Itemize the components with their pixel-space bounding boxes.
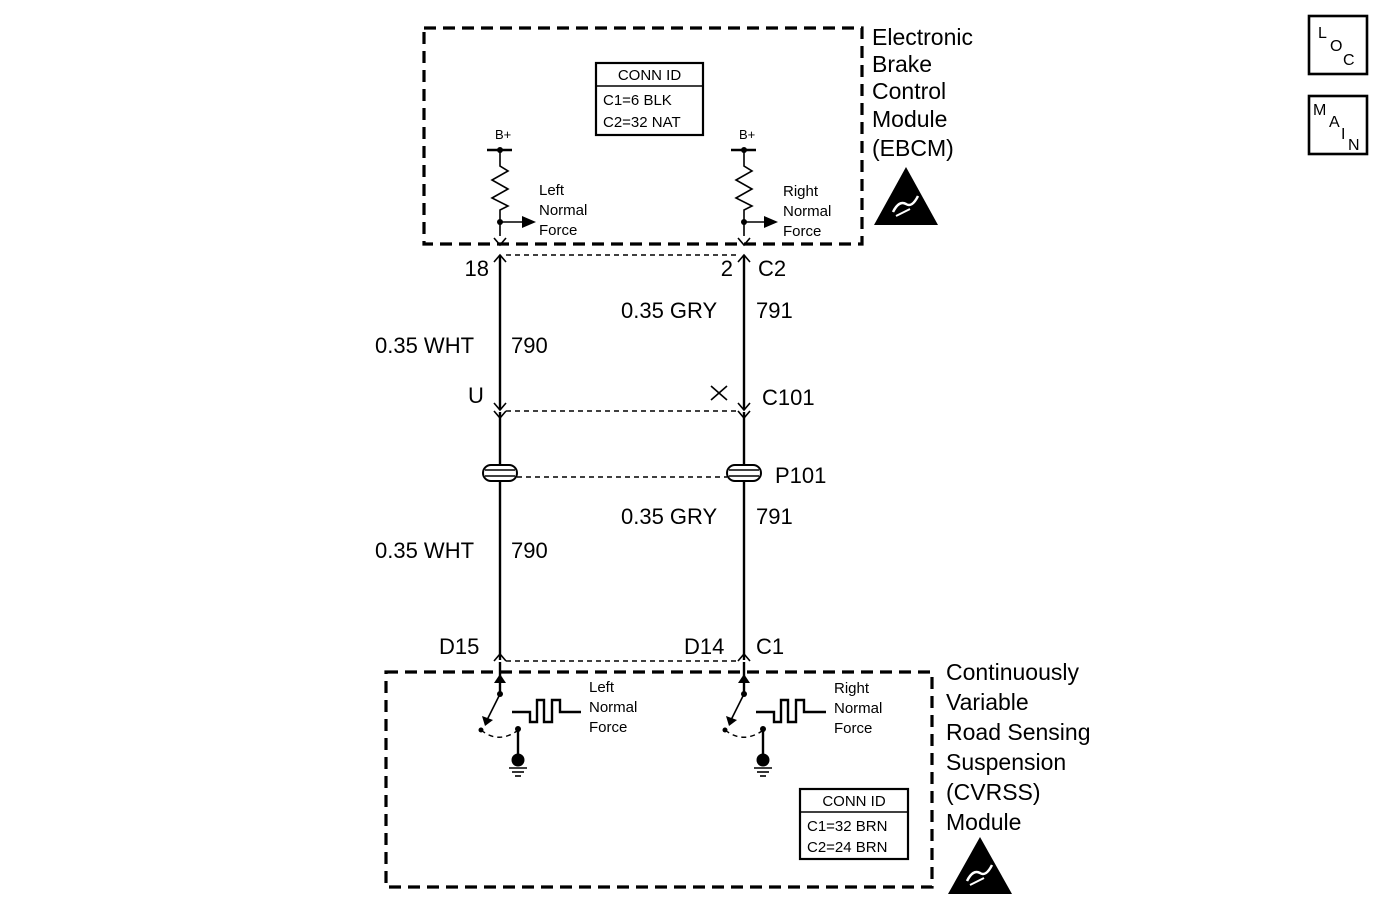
square-wave-icon [512,698,581,724]
loc-letter-c: C [1343,52,1355,69]
cvrss-left-normal-force-switch: Left Normal Force [478,662,637,777]
right-force-label: Normal [834,700,882,717]
connector-label: C1 [756,634,784,659]
wire-circuit: 790 [511,333,548,358]
arrow-right-icon [522,216,536,228]
pin-label: D15 [439,634,479,659]
pass-through-p101: P101 [482,463,826,488]
wire-gauge-color: 0.35 GRY [621,298,718,323]
right-force-label: Normal [783,203,831,220]
main-letter-n: N [1348,137,1360,154]
ebcm-outline [422,26,864,246]
right-force-label: Force [783,223,821,240]
ebcm-right-normal-force-input: B+ Right Normal Force [731,127,831,240]
pin-label: U [468,383,484,408]
cvrss-name-line: Road Sensing [946,719,1091,745]
cvrss-outline [384,670,934,889]
splice-label: P101 [775,463,826,488]
arrow-right-icon [764,216,778,228]
pin-label: 18 [465,256,489,281]
ebcm-name-line: Control [872,78,946,104]
conn-id-row: C2=32 NAT [603,114,681,131]
pin-label: 2 [721,256,733,281]
ebcm-left-normal-force-input: B+ Left Normal Force [487,127,587,239]
ground-icon [509,767,527,777]
cvrss-name: Continuously Variable Road Sensing Suspe… [946,659,1091,835]
loc-letter-o: O [1330,38,1342,55]
ebcm-name-line: Module [872,106,947,132]
ebcm-connector-c2: 18 2 C2 [465,237,786,281]
loc-letter-l: L [1318,25,1327,42]
ebcm-conn-id-table: CONN ID C1=6 BLK C2=32 NAT [594,61,705,137]
right-force-label: Right [783,183,819,200]
cvrss-name-line: Module [946,809,1021,835]
left-force-label: Left [589,679,615,696]
wire-circuit: 791 [756,298,793,323]
left-force-label: Normal [539,202,587,219]
ebcm-module: Electronic Brake Control Module (EBCM) C… [422,24,973,246]
esd-warning-icon [948,837,1012,894]
esd-warning-icon [874,167,938,225]
right-force-label: Right [834,680,870,697]
conn-id-row: C1=6 BLK [603,92,672,109]
main-letter-m: M [1313,102,1326,119]
conn-id-row: C2=24 BRN [807,839,887,856]
ebcm-name-line: Brake [872,51,932,77]
cvrss-right-normal-force-switch: Right Normal Force [722,662,882,777]
main-button[interactable]: M A I N [1307,94,1369,156]
cvrss-conn-id-table: CONN ID C1=32 BRN C2=24 BRN [798,787,910,861]
left-force-label: Left [539,182,565,199]
loc-button[interactable]: L O C [1307,14,1369,76]
square-wave-icon [756,698,826,724]
wire-circuit: 791 [756,504,793,529]
cvrss-module: Continuously Variable Road Sensing Suspe… [384,659,1091,894]
connector-label: C2 [758,256,786,281]
cvrss-name-line: Suspension [946,749,1066,775]
connector-c101: U C101 [468,383,815,420]
left-force-label: Force [589,719,627,736]
ebcm-name-line: (EBCM) [872,135,954,161]
conn-id-title: CONN ID [618,67,682,84]
wire-circuit: 790 [511,538,548,563]
left-force-label: Normal [589,699,637,716]
b-plus-label: B+ [495,127,511,142]
left-force-label: Force [539,222,577,239]
wire-gauge-color: 0.35 WHT [375,538,474,563]
ebcm-name-line: Electronic [872,24,973,50]
main-letter-i: I [1341,126,1345,143]
cvrss-connector-c1: D15 D14 C1 [439,634,784,662]
main-letter-a: A [1329,114,1340,131]
conn-id-title: CONN ID [822,793,886,810]
unused-pin-icon [710,385,728,401]
pin-label: D14 [684,634,724,659]
right-force-label: Force [834,720,872,737]
wire-gauge-color: 0.35 WHT [375,333,474,358]
cvrss-name-line: (CVRSS) [946,779,1041,805]
wire-gauge-color: 0.35 GRY [621,504,718,529]
connector-label: C101 [762,385,815,410]
cvrss-name-line: Continuously [946,659,1079,685]
cvrss-name-line: Variable [946,689,1029,715]
conn-id-row: C1=32 BRN [807,818,887,835]
b-plus-label: B+ [739,127,755,142]
ebcm-name: Electronic Brake Control Module (EBCM) [872,24,973,161]
ground-icon [754,767,772,777]
